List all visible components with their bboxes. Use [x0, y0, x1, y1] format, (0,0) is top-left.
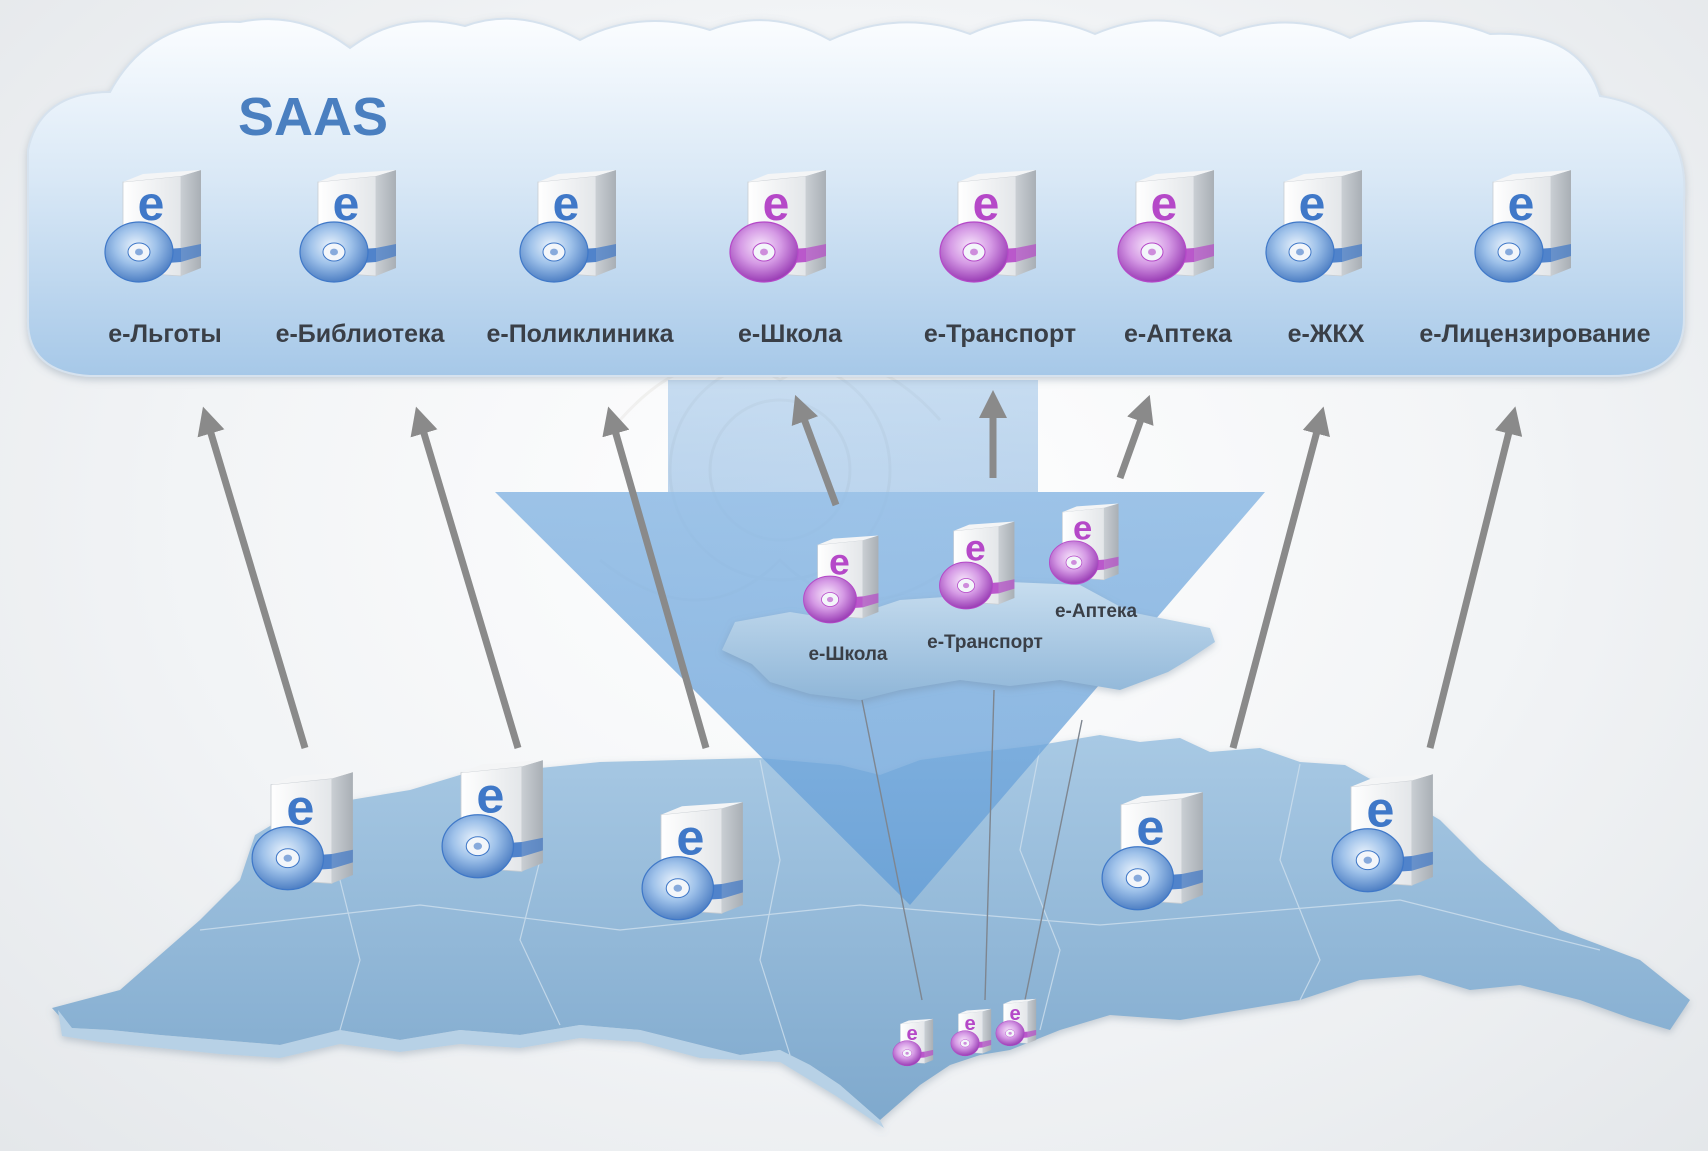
software-box-icon: e [803, 535, 879, 624]
up-arrow [1229, 406, 1330, 749]
software-box-icon: e [939, 521, 1015, 610]
software-box-icon: e [251, 772, 353, 891]
cloud-product-label: e-Лицензирование [1419, 320, 1650, 348]
connector-line [984, 689, 995, 1001]
cloud-product-label: e-Поликлиника [486, 320, 674, 348]
cloud-product-label: e-Транспорт [924, 320, 1076, 348]
up-arrow [197, 406, 309, 750]
svg-text:e: e [1010, 1003, 1021, 1025]
up-arrow [1116, 394, 1154, 480]
cloud-product-label: e-Аптека [1124, 320, 1233, 348]
software-box-icon: e [1117, 170, 1214, 283]
svg-text:e: e [965, 1013, 976, 1035]
region-product-label: e-Аптека [1055, 601, 1137, 622]
software-box-icon: e [1101, 792, 1203, 911]
up-arrow [602, 406, 710, 749]
svg-text:e: e [1136, 799, 1164, 856]
svg-text:e: e [476, 767, 504, 824]
software-box-icon: e [1331, 774, 1433, 893]
cloud-product-label: e-Библиотека [276, 320, 446, 348]
region-products: e e-Школа e e-Транспорт e e-Аптека [803, 503, 1137, 665]
region-product-label: e-Транспорт [927, 632, 1043, 653]
software-box-icon: e [729, 170, 826, 283]
software-box-icon: e [939, 170, 1036, 283]
up-arrow [791, 394, 840, 507]
cloud-product-label: e-ЖКХ [1288, 320, 1365, 348]
cloud-products: e e-Льготы e e-Библиотека e e-Поликлиника e e-Ш… [104, 170, 1651, 348]
software-box-icon: e [104, 170, 201, 283]
up-arrow [410, 406, 522, 750]
region-product-label: e-Школа [808, 644, 887, 665]
svg-text:e: e [676, 809, 704, 866]
svg-text:e: e [829, 541, 850, 583]
saas-title: SAAS [238, 87, 388, 147]
software-box-icon: e [299, 170, 396, 283]
software-box-icon: e [1265, 170, 1362, 283]
svg-text:e: e [1073, 509, 1092, 547]
svg-text:e: e [907, 1023, 918, 1045]
arrows-group [197, 390, 1523, 750]
cloud-product-label: e-Льготы [108, 320, 221, 348]
svg-text:e: e [1366, 781, 1394, 838]
up-arrow [1426, 406, 1523, 749]
software-box-icon: e [950, 1008, 992, 1057]
connector-line [861, 699, 923, 1001]
saas-cloud [26, 17, 1686, 377]
connector-lines [861, 689, 1083, 1001]
connector-line [1024, 719, 1083, 1001]
software-box-icon: e [441, 760, 543, 879]
software-box-icon: e [892, 1018, 934, 1067]
software-box-icon: e [641, 802, 743, 921]
software-box-icon: e [1049, 503, 1119, 585]
svg-text:e: e [965, 527, 986, 569]
software-box-icon: e [519, 170, 616, 283]
svg-text:e: e [286, 779, 314, 836]
region-map [722, 582, 1215, 700]
cloud-product-label: e-Школа [738, 320, 843, 348]
software-box-icon: e [1474, 170, 1571, 283]
software-box-icon: e [995, 998, 1037, 1047]
